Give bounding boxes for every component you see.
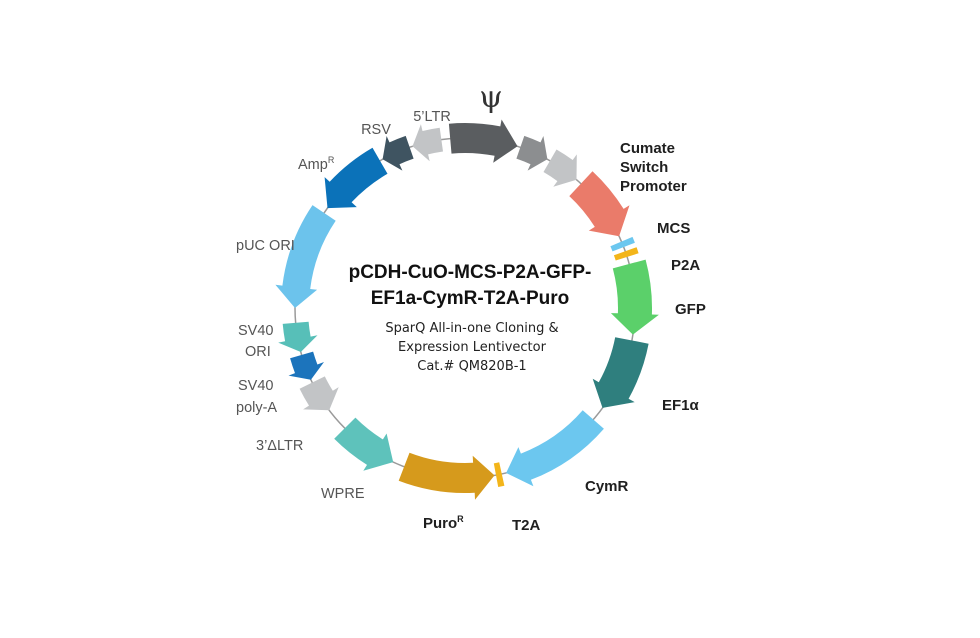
sv40-polya-label-line2: poly-A — [236, 400, 277, 416]
subtitle-line2: Expression Lentivector — [398, 340, 547, 355]
catalog-number: Cat.# QM820B-1 — [417, 359, 526, 374]
puc-ori-label: pUC ORI — [236, 238, 295, 254]
p2a-bar — [613, 247, 639, 261]
puro-label: PuroR — [423, 514, 464, 532]
cymr-label: CymR — [585, 478, 629, 495]
cymr-arrow — [506, 410, 604, 487]
subtitle-line1: SparQ All-in-one Cloning & — [385, 321, 558, 336]
sv40-ori-label-line1: SV40 — [238, 323, 273, 339]
ef1a-arrow — [592, 337, 649, 408]
sv40-ori-label-line2: ORI — [245, 344, 271, 360]
gfp-label: GFP — [675, 301, 706, 318]
mcs-label: MCS — [657, 220, 690, 237]
plasmid-name-line2: EF1a-CymR-T2A-Puro — [371, 288, 569, 309]
p2a-label: P2A — [671, 257, 700, 274]
rsv-arrow — [382, 135, 414, 171]
gray-promoter-arrow — [543, 149, 577, 187]
cumate-label-line1: Cumate — [620, 140, 675, 157]
sv40-polya-arrow — [288, 351, 324, 380]
sv40-polya-label-line1: SV40 — [238, 378, 273, 394]
mcs-bar — [610, 236, 635, 252]
ef1a-label: EF1α — [662, 397, 700, 414]
cumate-label-line2: Switch — [620, 159, 668, 176]
amp-label: AmpR — [298, 155, 335, 173]
ltr5-label: 5’LTR — [413, 109, 451, 125]
ltr3-label: 3’ΔLTR — [256, 438, 303, 454]
gfp-arrow — [610, 259, 659, 335]
wpre-arrow — [334, 417, 394, 471]
ltr3-arrow — [299, 376, 339, 411]
ltr5-arrow — [412, 124, 443, 162]
t2a-label: T2A — [512, 517, 541, 534]
t2a-bar — [493, 462, 505, 487]
puc-ori-arrow — [275, 205, 336, 308]
wpre-label: WPRE — [321, 486, 365, 502]
psi-label: ψ — [479, 80, 503, 115]
sv40-ori-arrow — [278, 321, 318, 352]
rsv-label: RSV — [361, 122, 391, 138]
puro-arrow — [398, 452, 495, 500]
psi-arrow — [448, 119, 518, 163]
psi-small-arrow — [516, 135, 548, 171]
cumate-promoter-arrow — [569, 171, 630, 237]
plasmid-name-line1: pCDH-CuO-MCS-P2A-GFP- — [349, 262, 592, 283]
amp-arrow — [324, 147, 388, 209]
cumate-label-line3: Promoter — [620, 178, 687, 195]
